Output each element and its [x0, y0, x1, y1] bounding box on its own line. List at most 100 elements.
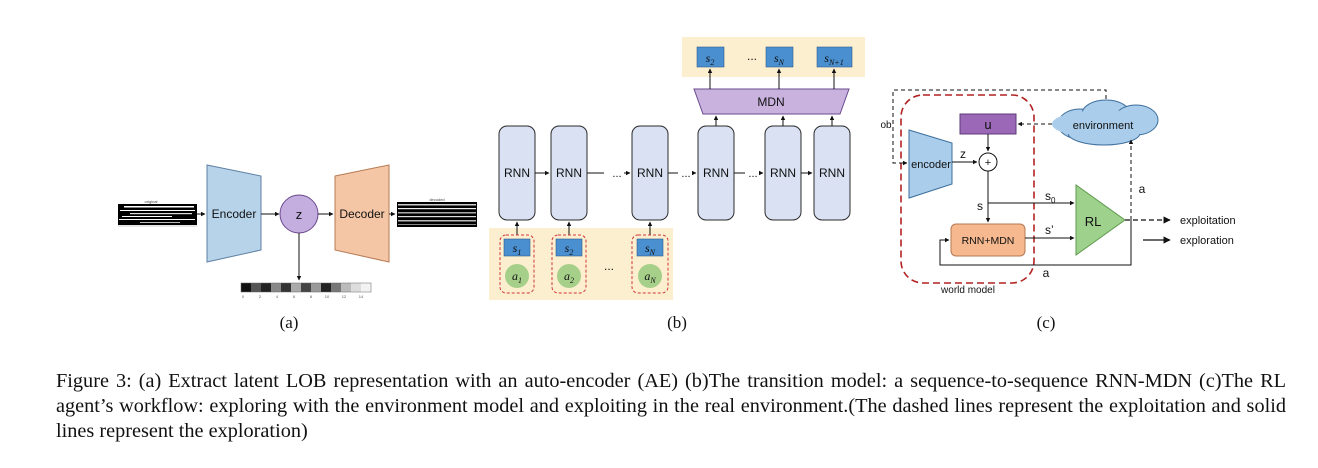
output-title: decoded: [429, 197, 444, 202]
svg-text:sN: sN: [774, 51, 785, 67]
svg-text:sN: sN: [645, 241, 656, 257]
sequence-dots: ...: [612, 168, 621, 180]
state-box: [503, 238, 531, 257]
latent-vector-bar: 0 2 4 6 8 10 12 14: [240, 282, 372, 299]
rnn-mdn-box: [950, 223, 1026, 257]
rnn-mdn-label: RNN+MDN: [962, 235, 1015, 247]
out-s: s: [706, 51, 711, 65]
output-dots: ...: [747, 49, 757, 63]
out-sub: N+1: [828, 58, 844, 67]
rnn-label: RNN: [703, 166, 729, 180]
output-state-box: [816, 46, 853, 68]
a-var: a: [644, 269, 650, 283]
panel-b: s2 ... sN sN+1 MDN RNN RNN RNN RNN RNN R…: [489, 37, 865, 332]
latent-tick: 4: [276, 294, 279, 299]
a-top-label: a: [1139, 182, 1146, 196]
svg-text:sN+1: sN+1: [824, 51, 843, 67]
action-node: [557, 264, 581, 288]
s-label: s: [977, 199, 983, 213]
latent-label: z: [296, 207, 303, 222]
figure-caption: Figure 3: (a) Extract latent LOB represe…: [56, 370, 1286, 442]
sequence-dots: ...: [681, 168, 690, 180]
svg-text:a1: a1: [512, 269, 522, 285]
out-s: s: [824, 51, 829, 65]
out-s: s: [774, 51, 779, 65]
a-sub: 2: [570, 276, 574, 285]
action-node: [505, 264, 529, 288]
environment-cloud: [1052, 99, 1159, 146]
input-title: original: [145, 199, 158, 204]
latent-tick: 6: [293, 294, 296, 299]
state-box: [636, 238, 664, 257]
s0-sub: 0: [1051, 196, 1056, 205]
latent-tick: 14: [359, 294, 364, 299]
output-state-box: [765, 46, 794, 68]
input-lob-heatmap: original: [118, 199, 197, 227]
s0-var: s: [1045, 189, 1051, 203]
s-var: s: [513, 241, 518, 255]
exploitation-label: exploitation: [1180, 215, 1236, 227]
s-var: s: [645, 241, 650, 255]
a-sub: 1: [518, 276, 522, 285]
panel-a-label: (a): [280, 313, 299, 332]
sequence-dots: ...: [748, 168, 757, 180]
out-sub: 2: [710, 58, 714, 67]
decoder-label: Decoder: [339, 207, 384, 221]
rnn-label: RNN: [819, 166, 845, 180]
z-label: z: [960, 147, 966, 161]
environment-label: environment: [1073, 120, 1134, 132]
svg-text:s1: s1: [513, 241, 522, 257]
mdn-label: MDN: [757, 95, 784, 109]
input-step: s1 a1: [499, 234, 535, 294]
rnn-cells: RNN RNN RNN RNN RNN RNN: [498, 125, 851, 221]
latent-tick: 0: [242, 294, 245, 299]
rl-agent: [1075, 184, 1126, 256]
output-state-box: [696, 46, 725, 68]
panel-a: original Encoder z Decoder decoded: [118, 164, 477, 332]
rl-label: RL: [1085, 214, 1102, 229]
svg-text:s0: s0: [1045, 189, 1056, 205]
s-sub: 1: [517, 248, 521, 257]
action-node: [638, 264, 662, 288]
a-sub: N: [649, 276, 656, 285]
s-prime-label: s’: [1045, 223, 1054, 237]
rnn-label: RNN: [504, 166, 530, 180]
s-sub: 2: [569, 248, 573, 257]
input-step: s2 a2: [551, 234, 587, 294]
out-sub: N: [778, 58, 785, 67]
world-model-label: world model: [940, 285, 995, 296]
input-step: sN aN: [631, 234, 669, 294]
input-dots: ...: [604, 259, 614, 273]
svg-text:s2: s2: [565, 241, 574, 257]
latent-tick: 12: [342, 294, 347, 299]
a-var: a: [564, 269, 570, 283]
encoder-block: [206, 164, 262, 263]
rnn-label: RNN: [637, 166, 663, 180]
figure-3: original Encoder z Decoder decoded: [118, 37, 1236, 332]
s-sub: N: [649, 248, 656, 257]
a-bottom-label: a: [1043, 266, 1050, 280]
rnn-label: RNN: [556, 166, 582, 180]
svg-text:aN: aN: [644, 269, 656, 285]
svg-text:a2: a2: [564, 269, 574, 285]
panel-c: world model environment u encoder + RNN+…: [880, 89, 1236, 332]
ob-label: ob: [880, 120, 892, 131]
latent-tick: 2: [259, 294, 262, 299]
exploration-label: exploration: [1180, 235, 1234, 247]
plus-label: +: [985, 157, 991, 169]
svg-text:s2: s2: [706, 51, 715, 67]
encoder-label: Encoder: [212, 207, 257, 221]
encoder-block-c: [908, 129, 953, 199]
mdn-block: [693, 88, 850, 115]
u-label: u: [984, 117, 991, 132]
rnn-label: RNN: [770, 166, 796, 180]
panel-b-label: (b): [667, 313, 687, 332]
state-box: [555, 238, 583, 257]
world-model-region: [900, 94, 1035, 284]
panel-c-label: (c): [1037, 313, 1056, 332]
a-var: a: [512, 269, 518, 283]
latent-tick: 10: [325, 294, 330, 299]
s-var: s: [565, 241, 570, 255]
latent-tick: 8: [310, 294, 313, 299]
output-lob-heatmap: decoded: [397, 197, 477, 227]
